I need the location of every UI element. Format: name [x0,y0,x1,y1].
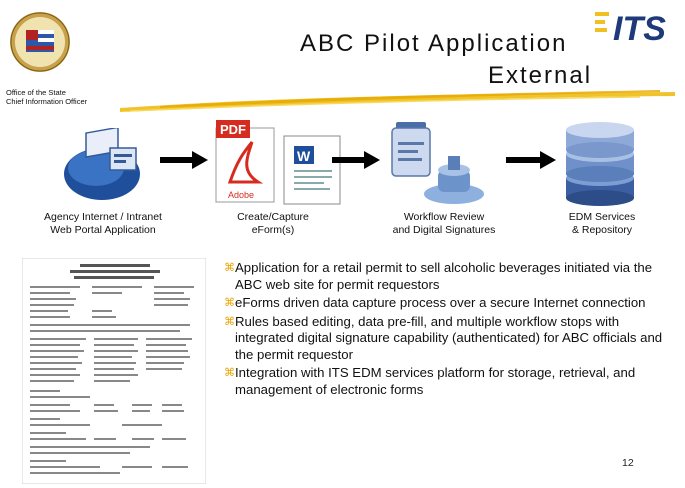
bullet-item: ⌘ Rules based editing, data pre-fill, an… [224,314,679,364]
its-logo-text: ITS [613,10,666,48]
step-caption-line-1: Create/Capture [237,211,309,223]
pdf-word-eform-icon: PDF Adobe W [215,120,341,205]
step-caption-web-portal: Agency Internet / Intranet Web Portal Ap… [28,211,178,237]
its-logo: ITS [595,10,666,48]
adobe-label: Adobe [228,190,254,200]
step-caption-line-1: Agency Internet / Intranet [44,211,162,223]
step-caption-workflow: Workflow Review and Digital Signatures [374,211,514,237]
step-caption-line-2: eForm(s) [251,224,295,236]
office-line-2: Chief Information Officer [6,97,88,106]
slide-title-line-1: ABC Pilot Application [300,30,568,57]
word-label: W [297,148,311,164]
bullet-glyph: ⌘ [224,262,235,274]
step-caption-edm: EDM Services & Repository [552,211,652,237]
bullet-text: Rules based editing, data pre-fill, and … [235,313,663,362]
flow-arrow-1 [160,151,208,169]
page-number: 12 [622,457,634,469]
workflow-signature-icon [391,122,484,204]
step-caption-line-2: Web Portal Application [50,224,156,236]
office-line-1: Office of the State [6,88,66,97]
bullet-item: ⌘ Application for a retail permit to sel… [224,260,679,293]
bullet-text: eForms driven data capture process over … [235,295,646,310]
bullet-item: ⌘ Integration with ITS EDM services plat… [224,365,679,398]
step-caption-line-1: Workflow Review [403,211,485,223]
bullet-text: Application for a retail permit to sell … [235,260,653,292]
bullet-item: ⌘ eForms driven data capture process ove… [224,295,679,312]
bullet-glyph: ⌘ [224,297,235,309]
step-caption-eforms: Create/Capture eForm(s) [218,211,328,237]
permit-form-thumbnail [22,258,206,484]
step-caption-line-1: EDM Services [568,211,636,223]
slide-title-line-2: External [488,62,593,89]
web-portal-icon [64,128,140,200]
flow-arrow-3 [506,151,556,169]
flow-arrow-2 [332,151,380,169]
step-caption-line-2: and Digital Signatures [392,224,496,236]
office-caption: Office of the State Chief Information Of… [6,88,87,106]
step-caption-line-2: & Repository [571,224,633,236]
bullet-text: Integration with ITS EDM services platfo… [235,365,636,397]
bullet-glyph: ⌘ [224,315,235,328]
pdf-label: PDF [220,122,246,137]
bullet-list: ⌘ Application for a retail permit to sel… [224,260,679,400]
state-seal-icon [10,12,70,72]
yellow-brush-stroke [120,90,675,112]
database-icon [566,122,634,206]
bullet-glyph: ⌘ [224,367,235,379]
